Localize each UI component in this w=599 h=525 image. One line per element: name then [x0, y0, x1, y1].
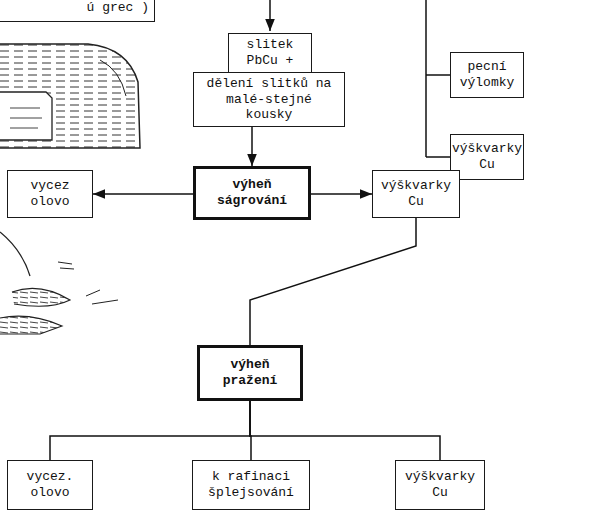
material-box: výškvarky Cu	[372, 170, 460, 218]
box-label: výškvarky Cu	[378, 178, 454, 209]
process-box: výheň ságrování	[193, 166, 311, 220]
flow-connector	[250, 218, 416, 345]
ingot-sketch	[0, 44, 140, 148]
material-box: k rafinaci šplejsování	[192, 460, 310, 510]
box-label: pecní výlomky	[456, 59, 518, 90]
box-label: vycez olovo	[13, 178, 87, 209]
ingot-cut	[0, 92, 52, 140]
box-label: výheň ságrování	[201, 177, 303, 208]
ingot-outline	[0, 44, 140, 148]
material-box: výškvarky Cu	[450, 134, 524, 180]
material-box: ú grec )	[0, 0, 155, 22]
process-box: výheň pražení	[197, 345, 303, 401]
box-label: ú grec )	[87, 0, 149, 16]
material-box: výškvarky Cu	[395, 460, 485, 510]
box-label: výheň pražení	[205, 357, 295, 388]
box-label: dělení slitků na malé-stejné kousky	[199, 76, 339, 123]
box-label: výškvarky Cu	[401, 469, 479, 500]
box-label: výškvarky Cu	[452, 141, 522, 172]
flow-connector	[50, 401, 250, 460]
material-box: vycez olovo	[7, 170, 93, 218]
material-box: pecní výlomky	[450, 52, 524, 98]
material-box: slitek PbCu +	[228, 33, 312, 73]
material-box: dělení slitků na malé-stejné kousky	[193, 72, 345, 127]
flow-connector	[250, 401, 440, 460]
right-tree	[426, 0, 450, 157]
box-label: slitek PbCu +	[234, 37, 306, 68]
material-box: vycez. olovo	[7, 460, 93, 510]
incoming-arrow	[269, 0, 271, 31]
flow-connector	[93, 193, 193, 195]
flow-connector	[311, 193, 372, 195]
flow-connector	[251, 127, 253, 166]
face-sketch	[0, 232, 118, 334]
box-label: vycez. olovo	[13, 469, 87, 500]
box-label: k rafinaci šplejsování	[198, 469, 304, 500]
